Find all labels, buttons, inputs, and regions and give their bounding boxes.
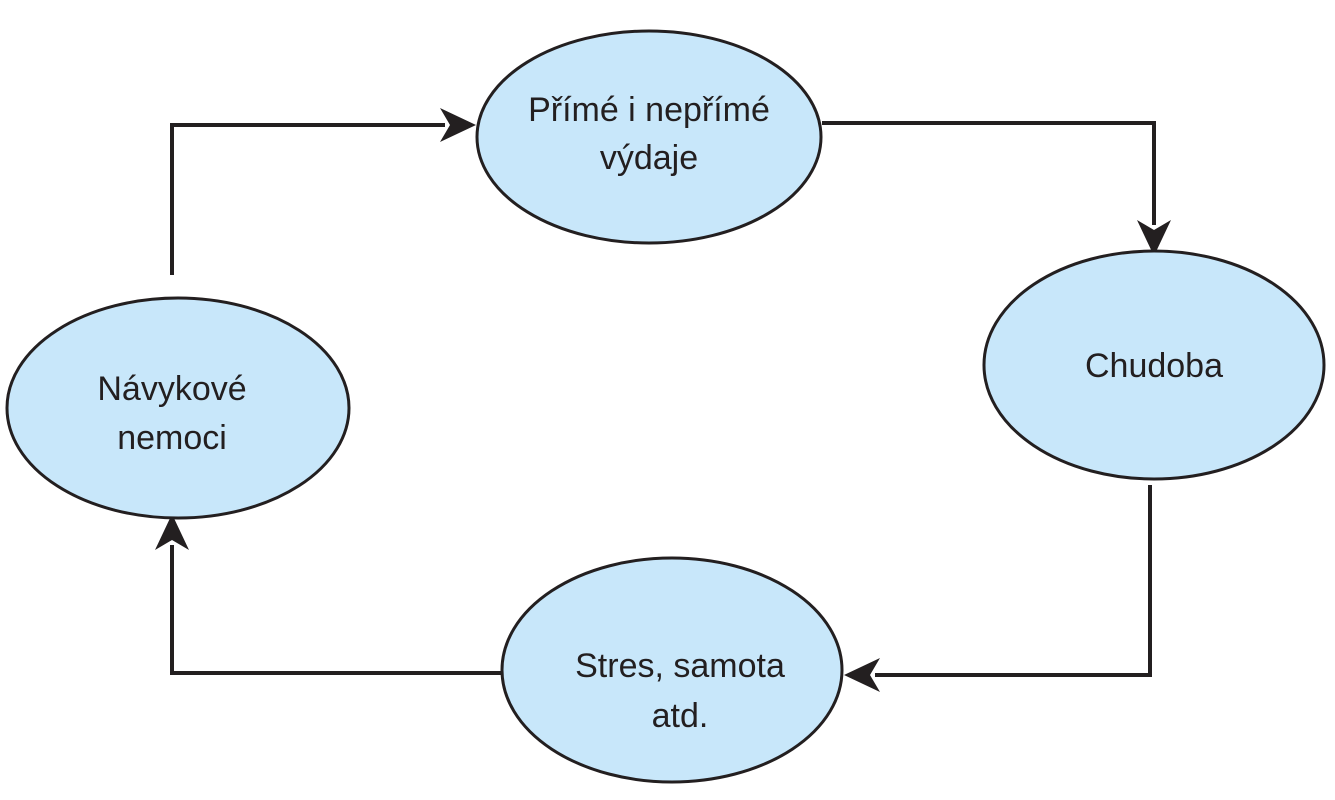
node-label-line-2: výdaje: [600, 139, 698, 177]
arrowhead-right-icon: [440, 108, 476, 142]
node-addictive-diseases: Návykové nemoci: [5, 296, 351, 520]
node-label-line-1: Chudoba: [1085, 347, 1223, 385]
node-poverty: Chudoba: [982, 249, 1326, 481]
arrowhead-down-icon: [1137, 220, 1171, 256]
node-label-line-1: Návykové: [97, 370, 246, 408]
arrowhead-left-icon: [844, 658, 880, 692]
node-direct-indirect-costs: Přímé i nepřímé výdaje: [475, 29, 823, 245]
node-label-line-1: Stres, samota: [575, 647, 785, 685]
node-ellipse: [5, 296, 351, 520]
edge-addictive-to-costs: [170, 123, 445, 275]
edge-costs-to-poverty: [822, 121, 1156, 225]
connectors: [155, 108, 1171, 692]
node-label-line-2: nemoci: [117, 419, 227, 457]
node-label-line-1: Přímé i nepřímé: [528, 91, 770, 129]
node-ellipse: [500, 556, 844, 784]
arrowhead-up-icon: [155, 514, 189, 550]
node-ellipse: [475, 29, 823, 245]
edge-stress-to-addictive: [170, 545, 502, 675]
node-ellipse: [982, 249, 1326, 481]
node-stress-loneliness: Stres, samota atd.: [500, 556, 844, 784]
node-label-line-2: atd.: [652, 697, 709, 735]
edge-poverty-to-stress: [875, 485, 1152, 677]
